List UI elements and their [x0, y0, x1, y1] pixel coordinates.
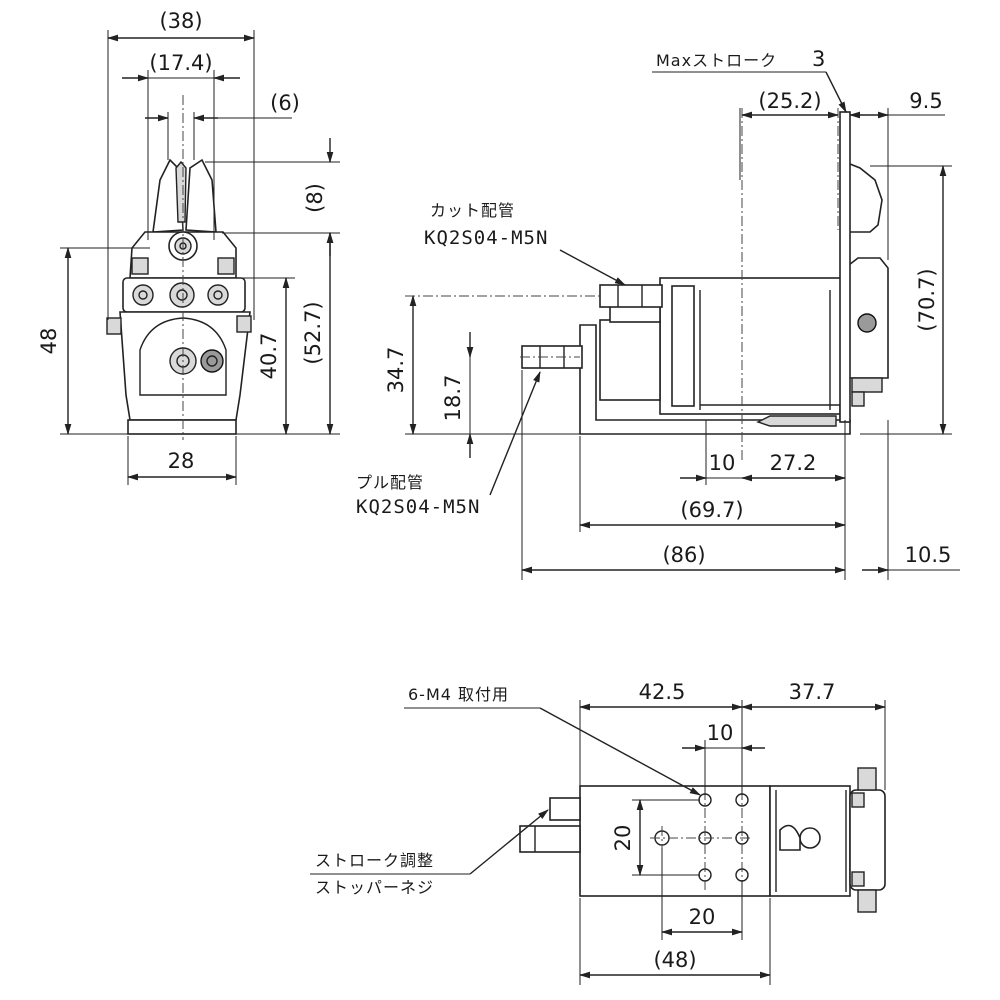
- bottom-view: 6-M4 取付用 42.5 37.7 10 20 20 (48) ストローク調整…: [310, 680, 887, 985]
- dim-69-7: (69.7): [680, 498, 743, 522]
- dim-18-7: 18.7: [441, 375, 465, 422]
- pull-port-label: プル配管: [356, 473, 424, 492]
- front-view: (38) (17.4) (6) (8) 48 40.7 (52.7) 28: [37, 9, 340, 485]
- dim-9-5: 9.5: [909, 89, 942, 113]
- dim-42-5: 42.5: [639, 680, 686, 704]
- dim-base-width: 28: [168, 449, 195, 473]
- bolt-row: [122, 277, 246, 313]
- max-stroke-value: 3: [812, 47, 825, 71]
- dim-20-horizontal: 20: [689, 905, 716, 929]
- dim-height-52-7: (52.7): [301, 301, 325, 364]
- side-head: [839, 111, 889, 423]
- stopper-label-line2: ストッパーネジ: [315, 878, 434, 897]
- dim-jaw-tip: (6): [270, 91, 300, 115]
- dim-10-5: 10.5: [905, 543, 952, 567]
- dim-86: (86): [662, 543, 705, 567]
- dim-10: 10: [709, 451, 736, 475]
- gripper-head: [129, 231, 237, 279]
- mount-label: 6-M4 取付用: [408, 685, 509, 704]
- dim-37-7: 37.7: [789, 680, 836, 704]
- dim-overall-width: (38): [159, 9, 202, 33]
- pull-port-part: KQ2S04-M5N: [356, 496, 480, 518]
- dim-jaw-span: (17.4): [149, 51, 212, 75]
- cut-port-fitting: [599, 284, 663, 308]
- dim-jaw-height: (8): [303, 183, 327, 213]
- dim-70-7: (70.7): [915, 268, 939, 331]
- cut-port-part: KQ2S04-M5N: [424, 227, 548, 249]
- cut-port-label: カット配管: [430, 201, 515, 220]
- gripper-body: [106, 311, 252, 435]
- cutter-jaws: [152, 158, 217, 233]
- dim-48-bottom: (48): [653, 948, 696, 972]
- dim-34-7: 34.7: [384, 347, 408, 394]
- dim-height-48: 48: [37, 328, 61, 355]
- dim-20-vertical: 20: [611, 825, 635, 852]
- side-view: カット配管 KQ2S04-M5N プル配管 KQ2S04-M5N Maxストロー…: [356, 47, 960, 580]
- dim-10-bottom: 10: [707, 721, 734, 745]
- stopper-label-line1: ストローク調整: [315, 851, 434, 870]
- plan-head: [849, 767, 886, 913]
- max-stroke-label: Maxストローク: [656, 51, 777, 70]
- dim-height-40-7: 40.7: [257, 333, 281, 380]
- stopper-screws: [519, 797, 581, 853]
- dim-27-2: 27.2: [770, 451, 817, 475]
- dim-25-2: (25.2): [758, 89, 821, 113]
